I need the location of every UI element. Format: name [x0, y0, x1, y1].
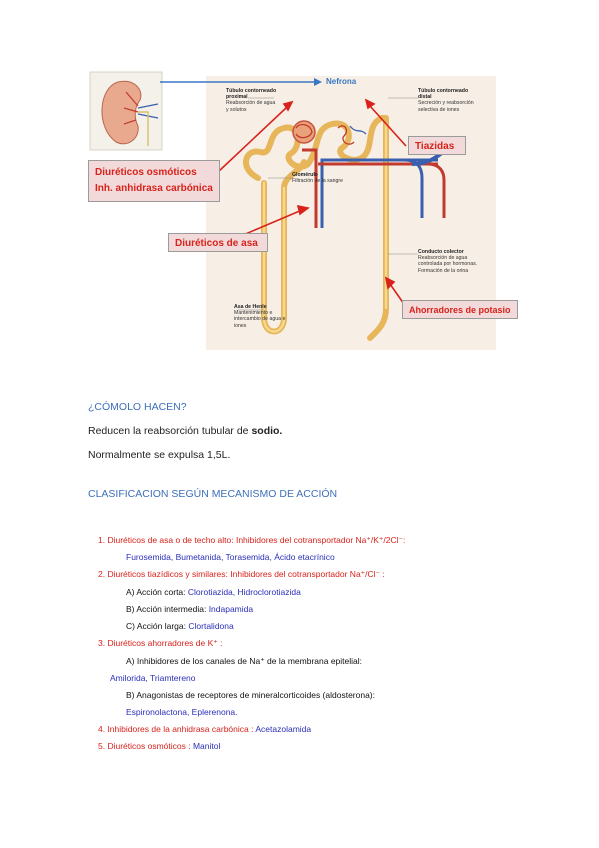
nephron-illustration — [89, 71, 496, 350]
item2-c: C) Acción larga: Clortalidona — [126, 621, 234, 632]
potasio-label-box: Ahorradores de potasio — [402, 300, 518, 319]
colector-title: Conducto colector — [418, 249, 464, 255]
item2-b: B) Acción intermedia: Indapamida — [126, 604, 253, 615]
glomerulo-title: Glomérulo — [292, 172, 318, 178]
how-line2: Normalmente se expulsa 1,5L. — [88, 449, 231, 461]
item3-a-label: A) Inhibidores de los canales de Na⁺ de … — [126, 656, 363, 666]
tiazidas-label-box: Tiazidas — [408, 136, 466, 155]
item2-a: A) Acción corta: Clorotiazida, Hidroclor… — [126, 587, 301, 598]
colector-annotation: Conducto colector Reabsorción de agua co… — [418, 249, 490, 274]
item3-a-drugs: Amilorida, Triamtereno — [110, 673, 196, 683]
item5-drugs: Manitol — [192, 741, 221, 751]
nefrona-label: Nefrona — [326, 77, 357, 86]
item5: 5. Diuréticos osmóticos : Manitol — [98, 741, 220, 752]
item5-head: 5. Diuréticos osmóticos : — [98, 741, 193, 751]
how-line1-text: Reducen la reabsorción tubular de — [88, 425, 252, 437]
item1-head: 1. Diuréticos de asa o de techo alto: In… — [98, 535, 406, 545]
how-line1: Reducen la reabsorción tubular de sodio. — [88, 425, 282, 437]
proximal-desc: Reabsorción de agua y solutos — [226, 100, 276, 113]
henle-desc: Mantenimiento e intercambio de agua e io… — [234, 310, 286, 329]
glomerulo-desc: Filtración de la sangre — [292, 178, 344, 185]
item2-a-drugs: Clorotiazida, Hidroclorotiazida — [187, 587, 301, 597]
proximal-title: Túbulo contorneado proximal — [226, 88, 277, 101]
henle-title: Asa de Henle — [234, 304, 267, 310]
item2-a-label: A) Acción corta: — [126, 587, 188, 597]
nephron-figure: Nefrona Túbulo contorneado proximal Reab… — [88, 68, 518, 350]
osmoticos-line2: Inh. anhidrasa carbónica — [95, 183, 213, 194]
henle-annotation: Asa de Henle Mantenimiento e intercambio… — [234, 304, 286, 329]
glomerulo-annotation: Glomérulo Filtración de la sangre — [292, 172, 362, 184]
how-line1-bold: sodio. — [251, 425, 283, 437]
item3-b-label: B) Anagonistas de receptores de mineralc… — [126, 690, 375, 700]
item4: 4. Inhibidores de la anhidrasa carbónica… — [98, 724, 311, 735]
item2-b-drugs: Indapamida — [208, 604, 254, 614]
how-title: ¿CÓMOLO HACEN? — [88, 401, 187, 413]
osmoticos-line1: Diuréticos osmóticos — [95, 167, 197, 178]
item3-b-drugs: Espironolactona, Eplerenona. — [126, 707, 238, 717]
item2-c-drugs: Clortalidona — [188, 621, 234, 631]
classification-title: CLASIFICACION SEGÚN MECANISMO DE ACCIÓN — [88, 488, 338, 500]
item2-head: 2. Diuréticos tiazídicos y similares: In… — [98, 569, 385, 579]
item3-head: 3. Diuréticos ahorradores de K⁺ : — [98, 638, 223, 648]
item2-b-label: B) Acción intermedia: — [126, 604, 209, 614]
osmoticos-label-box: Diuréticos osmóticos Inh. anhidrasa carb… — [88, 160, 220, 202]
distal-title: Túbulo contorneado distal — [418, 88, 469, 101]
asa-label-box: Diuréticos de asa — [168, 233, 268, 252]
proximal-annotation: Túbulo contorneado proximal Reabsorción … — [226, 88, 278, 113]
item4-head: 4. Inhibidores de la anhidrasa carbónica… — [98, 724, 256, 734]
item1-drugs: Furosemida, Bumetanida, Torasemida, Ácid… — [126, 552, 335, 562]
distal-desc: Secreción y reabsorción selectiva de ion… — [418, 100, 474, 113]
colector-desc: Reabsorción de agua controlada por hormo… — [418, 255, 478, 274]
distal-annotation: Túbulo contorneado distal Secreción y re… — [418, 88, 482, 113]
item2-c-label: C) Acción larga: — [126, 621, 189, 631]
item4-drugs: Acetazolamida — [255, 724, 312, 734]
